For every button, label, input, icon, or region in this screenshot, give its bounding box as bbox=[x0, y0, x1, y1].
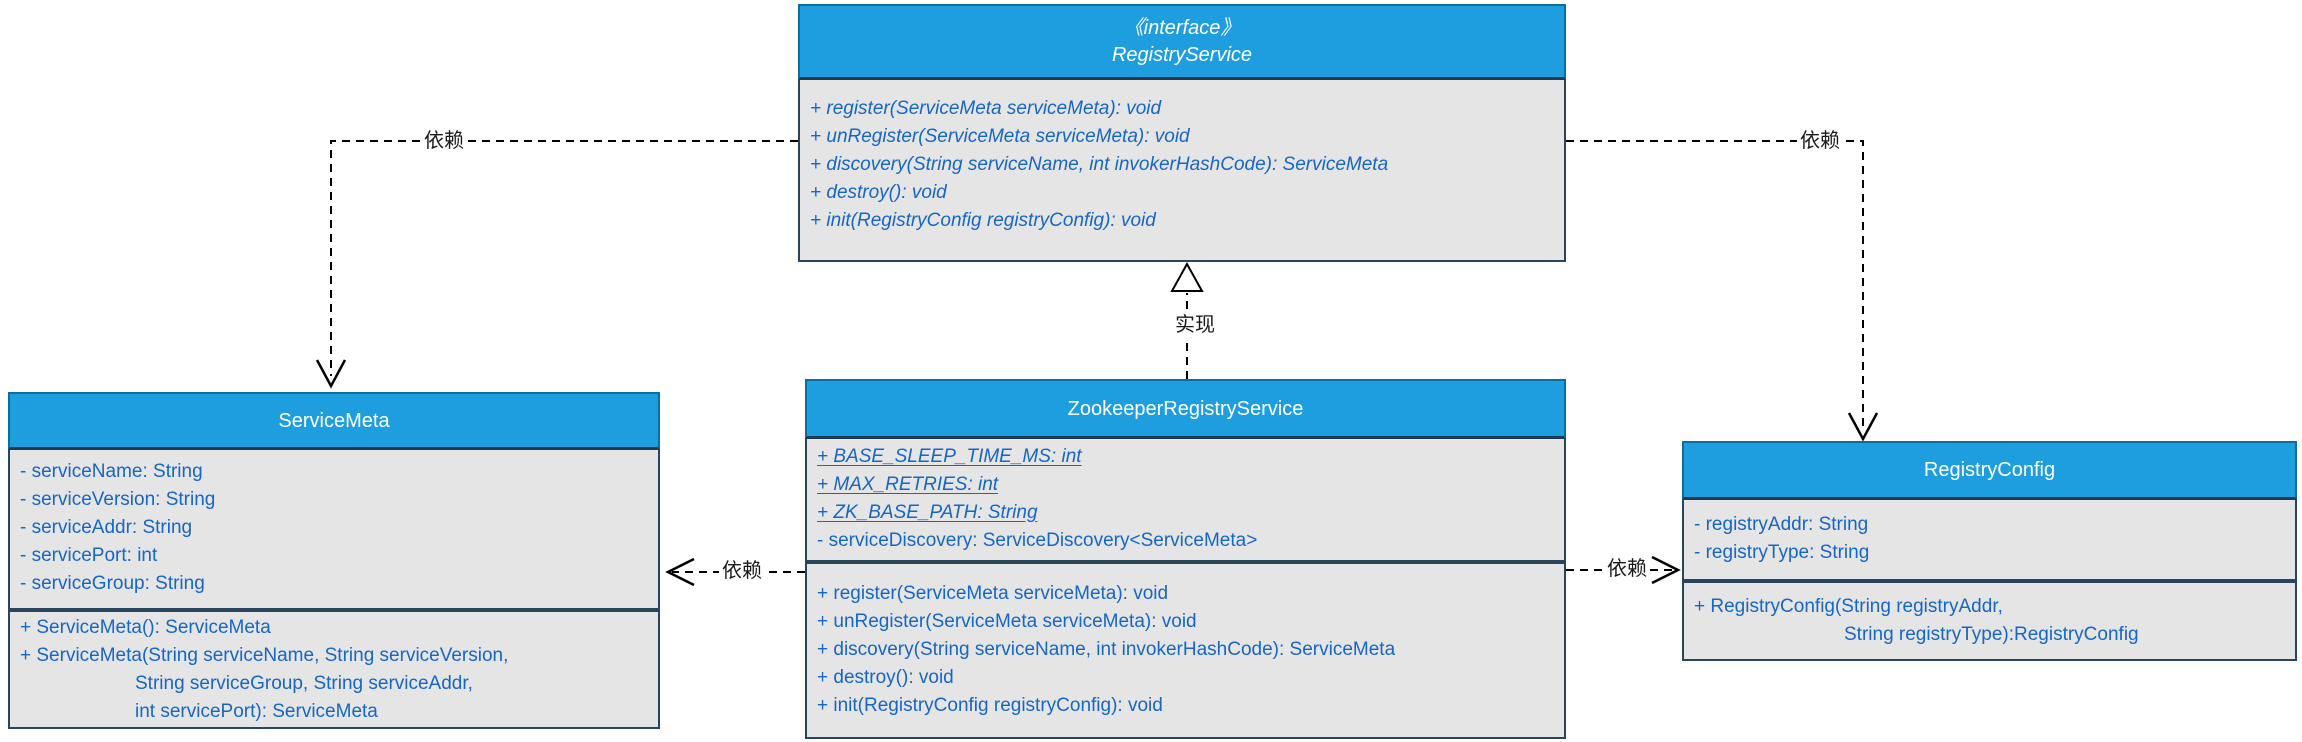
dependency-label: 依赖 bbox=[421, 129, 467, 153]
class-title: ServiceMeta bbox=[278, 409, 390, 432]
class-servicemeta-header: ServiceMeta bbox=[8, 392, 660, 450]
dependency-label: 依赖 bbox=[719, 559, 765, 583]
class-registryconfig-methods: + RegistryConfig(String registryAddr, Str… bbox=[1682, 581, 2297, 661]
member-line: - serviceGroup: String bbox=[20, 573, 205, 594]
member-line: + unRegister(ServiceMeta serviceMeta): v… bbox=[817, 611, 1197, 632]
class-title: RegistryConfig bbox=[1923, 459, 2056, 481]
class-registryconfig-attributes: - registryAddr: String - registryType: St… bbox=[1682, 500, 2297, 581]
member-line: - serviceAddr: String bbox=[20, 517, 193, 538]
class-registryservice-header: 《interface》 RegistryService bbox=[798, 4, 1566, 80]
class-registryconfig-header: RegistryConfig bbox=[1682, 441, 2297, 500]
realization-label: 实现 bbox=[1172, 313, 1218, 337]
member-line: + init(RegistryConfig registryConfig): v… bbox=[817, 695, 1163, 716]
open-arrowhead-left bbox=[665, 557, 695, 587]
member-line: + init(RegistryConfig registryConfig): v… bbox=[810, 210, 1156, 231]
member-line: + ZK_BASE_PATH: String bbox=[817, 502, 1038, 523]
class-title: ZookeeperRegistryService bbox=[1067, 397, 1304, 420]
member-line: + ServiceMeta(): ServiceMeta bbox=[20, 617, 271, 638]
member-line: String serviceGroup, String serviceAddr, bbox=[135, 673, 473, 694]
dependency-label: 依赖 bbox=[1604, 557, 1650, 581]
member-line: + discovery(String serviceName, int invo… bbox=[810, 154, 1389, 175]
dependency-edge-registryservice-servicemeta bbox=[330, 140, 798, 376]
class-zookeeperregistryservice-attributes: + BASE_SLEEP_TIME_MS: int + MAX_RETRIES: … bbox=[805, 439, 1566, 562]
member-line: - serviceName: String bbox=[20, 461, 203, 482]
member-line: + destroy(): void bbox=[817, 667, 954, 688]
class-servicemeta-attributes: - serviceName: String - serviceVersion: S… bbox=[8, 450, 660, 610]
class-zookeeperregistryservice: ZookeeperRegistryService + BASE_SLEEP_TI… bbox=[805, 379, 1566, 739]
member-line: + register(ServiceMeta serviceMeta): voi… bbox=[810, 98, 1162, 119]
member-line: + BASE_SLEEP_TIME_MS: int bbox=[817, 446, 1082, 467]
member-line: + register(ServiceMeta serviceMeta): voi… bbox=[817, 583, 1169, 604]
class-registryservice: 《interface》 RegistryService + register(S… bbox=[798, 4, 1566, 262]
open-arrowhead-down bbox=[315, 359, 347, 389]
member-line: - serviceVersion: String bbox=[20, 489, 216, 510]
member-line: + MAX_RETRIES: int bbox=[817, 474, 999, 495]
member-line: + unRegister(ServiceMeta serviceMeta): v… bbox=[810, 126, 1190, 147]
interface-stereotype: 《interface》 bbox=[1123, 16, 1241, 39]
member-line: + RegistryConfig(String registryAddr, bbox=[1694, 596, 2003, 617]
member-line: - registryType: String bbox=[1694, 542, 1870, 563]
member-line: int servicePort): ServiceMeta bbox=[135, 701, 378, 722]
member-line: + ServiceMeta(String serviceName, String… bbox=[20, 645, 509, 666]
class-zookeeperregistryservice-header: ZookeeperRegistryService bbox=[805, 379, 1566, 439]
class-servicemeta-methods: + ServiceMeta(): ServiceMeta + ServiceMet… bbox=[8, 610, 660, 729]
class-servicemeta: ServiceMeta - serviceName: String- servi… bbox=[8, 392, 660, 729]
member-line: + discovery(String serviceName, int invo… bbox=[817, 639, 1396, 660]
class-title: RegistryService bbox=[1111, 43, 1253, 66]
class-registryservice-methods: + register(ServiceMeta serviceMeta): voi… bbox=[798, 80, 1566, 262]
dependency-label: 依赖 bbox=[1797, 129, 1843, 153]
member-line: + destroy(): void bbox=[810, 182, 947, 203]
hollow-triangle-arrowhead-up bbox=[1170, 261, 1204, 292]
class-registryconfig: RegistryConfig - registryAddr: String- r… bbox=[1682, 441, 2297, 661]
member-line: - registryAddr: String bbox=[1694, 514, 1869, 535]
dependency-edge-registryservice-registryconfig bbox=[1566, 140, 1864, 429]
member-line: String registryType):RegistryConfig bbox=[1844, 624, 2139, 645]
open-arrowhead-right bbox=[1651, 555, 1681, 585]
member-line: - serviceDiscovery: ServiceDiscovery<Ser… bbox=[817, 530, 1258, 551]
open-arrowhead-down bbox=[1847, 412, 1879, 442]
member-line: - servicePort: int bbox=[20, 545, 158, 566]
class-zookeeperregistryservice-methods: + register(ServiceMeta serviceMeta): voi… bbox=[805, 562, 1566, 739]
